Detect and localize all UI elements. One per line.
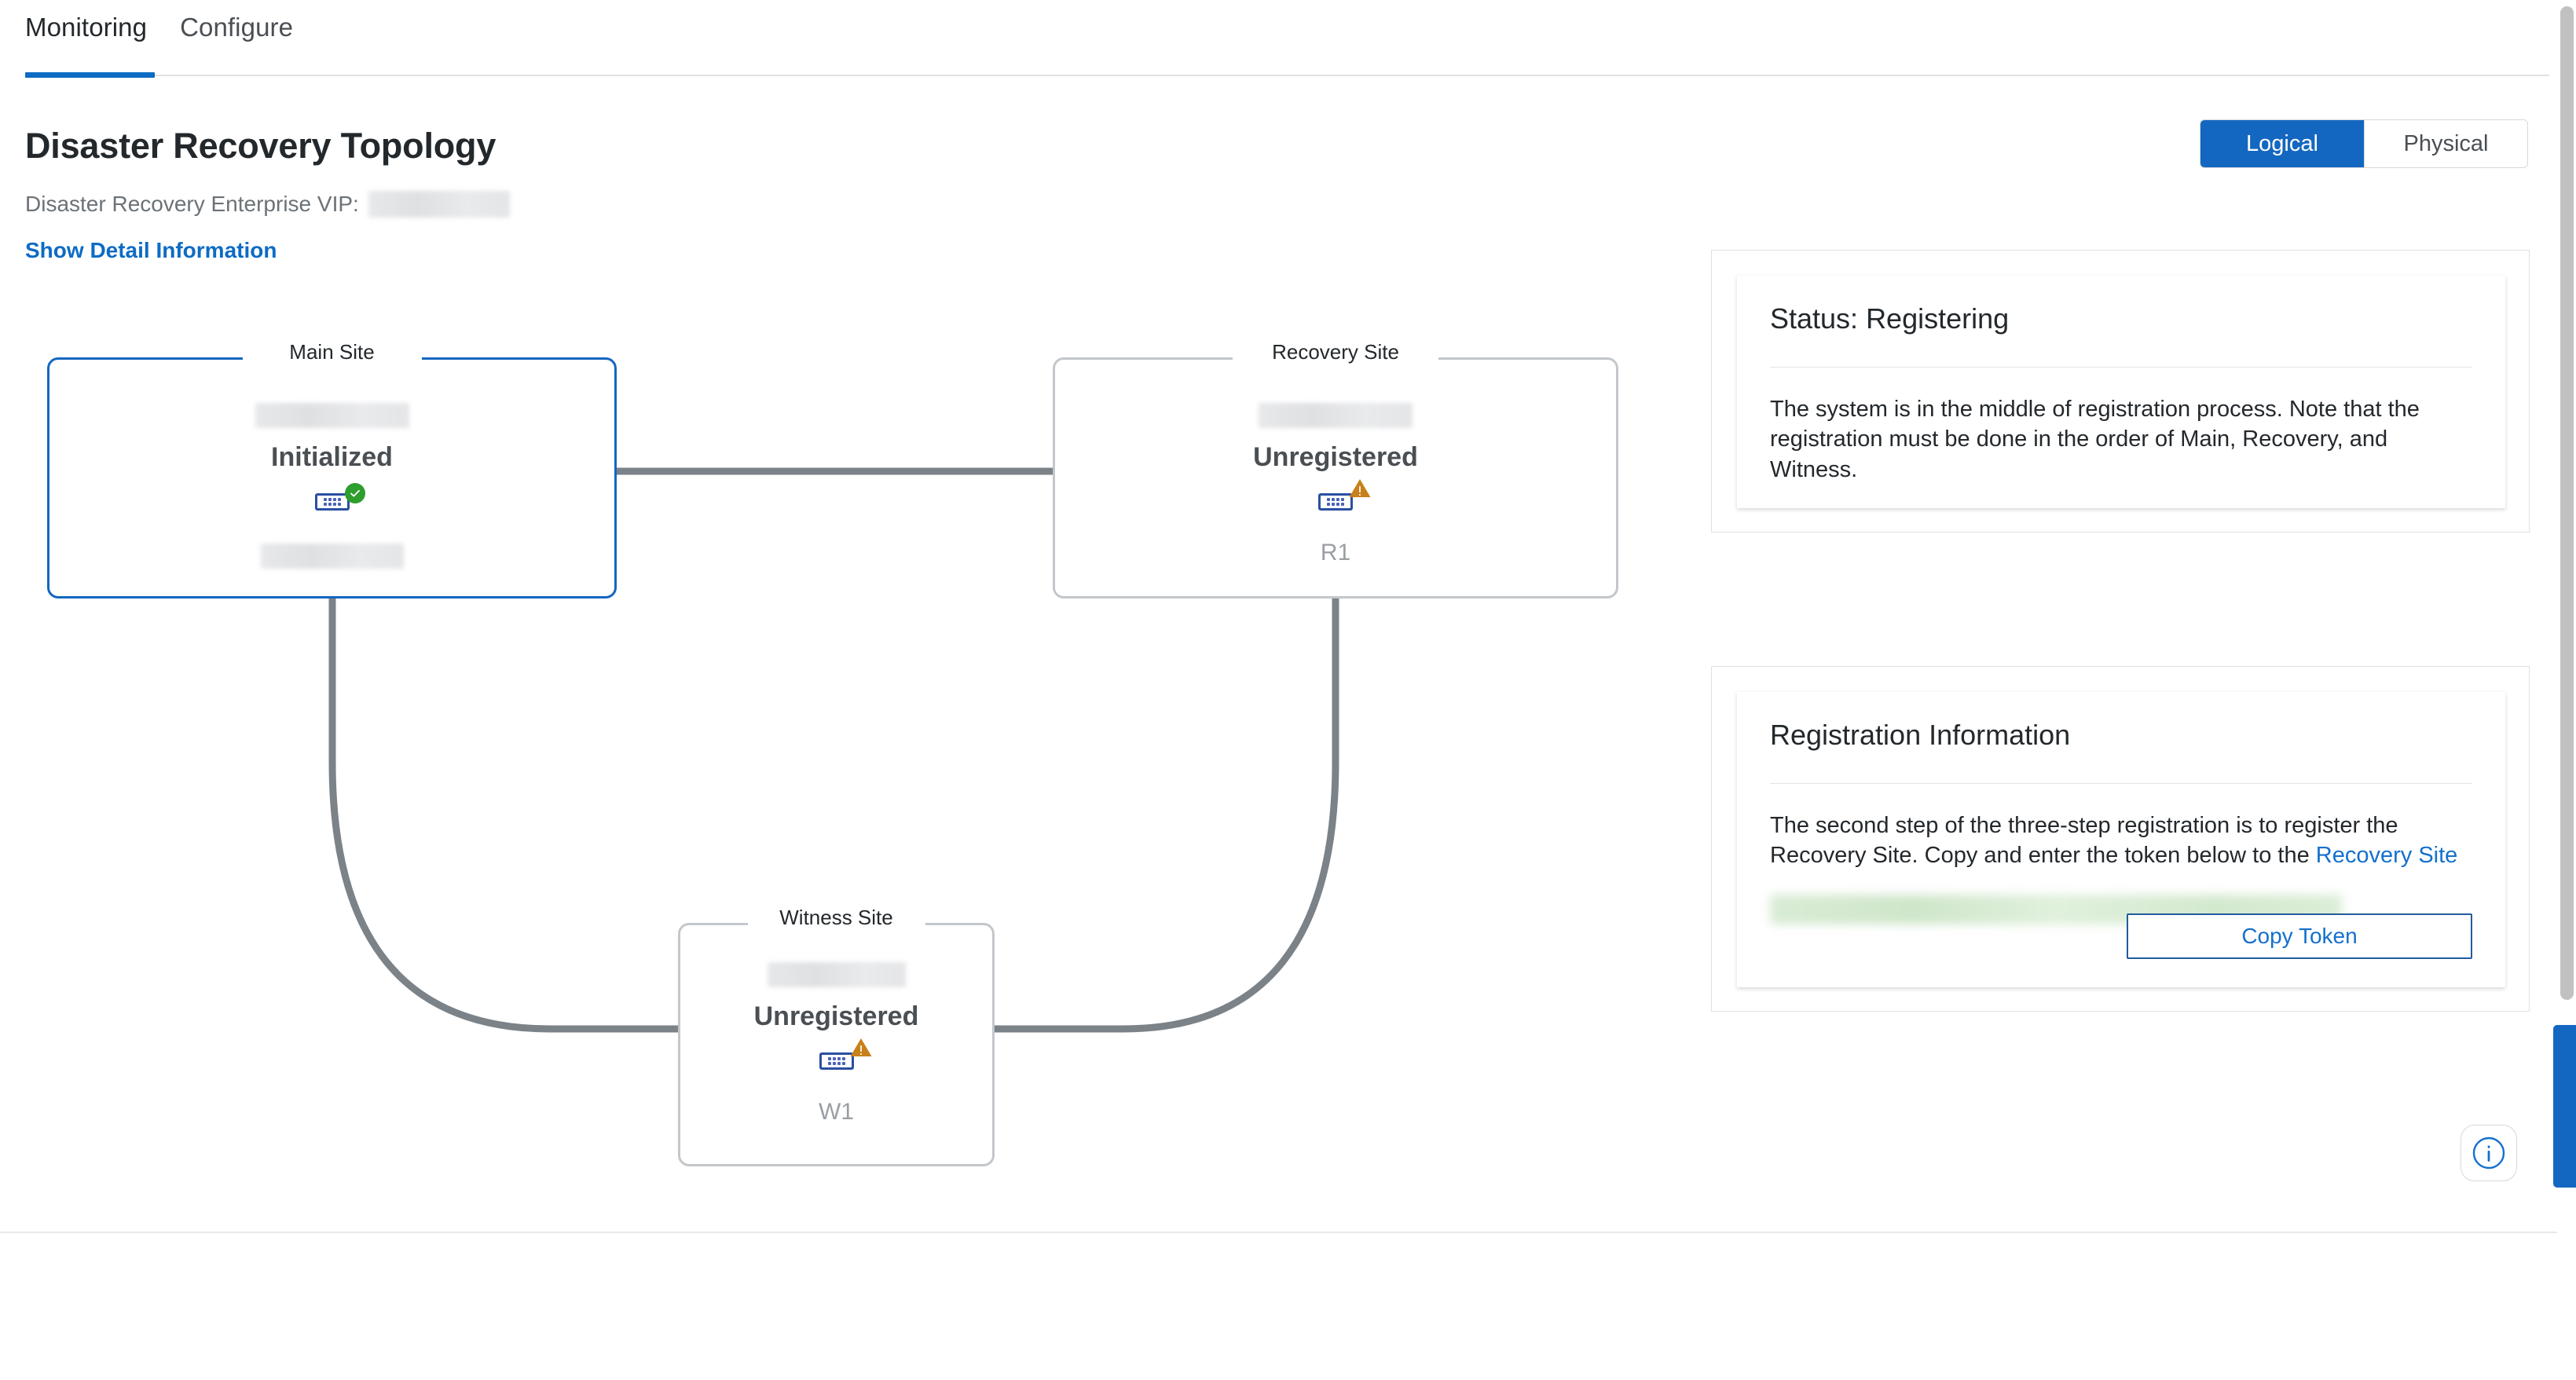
status-card-shell: Status: Registering The system is in the… <box>1711 250 2530 533</box>
tab-bar: Monitoring Configure <box>0 0 2576 79</box>
vip-value-redacted <box>368 191 510 218</box>
topology-canvas: Main Site Initialized Re <box>0 259 1689 1225</box>
footer-divider <box>0 1232 2576 1233</box>
node-hostname-redacted <box>1259 403 1413 428</box>
tab-baseline <box>25 75 2549 76</box>
tab-monitoring[interactable]: Monitoring <box>25 13 148 42</box>
switch-icon <box>314 493 350 511</box>
node-status-recovery: Unregistered <box>1253 442 1418 472</box>
registration-card-divider <box>1770 783 2472 784</box>
registration-card-body-text: The second step of the three-step regist… <box>1770 813 2398 869</box>
node-device-witness[interactable] <box>819 1038 871 1070</box>
node-device-recovery[interactable] <box>1318 479 1371 511</box>
switch-icon <box>819 1052 854 1070</box>
right-info-panel: Status: Registering The system is in the… <box>1711 250 2530 1012</box>
node-status-witness: Unregistered <box>753 1001 919 1031</box>
status-card-body: The system is in the middle of registrat… <box>1770 397 2420 482</box>
show-detail-information-link[interactable]: Show Detail Information <box>25 238 277 262</box>
info-button[interactable] <box>2461 1125 2517 1181</box>
node-title-witness: Witness Site <box>768 906 904 930</box>
view-toggle-logical[interactable]: Logical <box>2200 120 2364 167</box>
view-toggle-physical[interactable]: Physical <box>2364 120 2527 167</box>
status-card-divider <box>1770 367 2472 368</box>
warning-icon <box>1349 479 1371 497</box>
node-border <box>678 923 995 1166</box>
view-toggle: Logical Physical <box>2200 119 2528 168</box>
node-device-main[interactable] <box>314 483 365 511</box>
switch-icon <box>1318 493 1353 511</box>
page-title: Disaster Recovery Topology <box>25 126 497 166</box>
node-sublabel-witness: W1 <box>819 1099 854 1125</box>
node-title-recovery: Recovery Site <box>1261 340 1410 364</box>
topology-node-main-site[interactable]: Main Site Initialized <box>47 340 617 598</box>
tab-list: Monitoring Configure <box>25 14 326 40</box>
node-status-main: Initialized <box>271 442 393 472</box>
switch-icon-ports <box>323 498 341 506</box>
status-card-heading: Status: Registering <box>1770 302 2010 335</box>
page-scrollbar-thumb[interactable] <box>2560 6 2574 1000</box>
switch-icon-ports <box>1327 498 1344 506</box>
side-feedback-tab[interactable] <box>2553 1025 2576 1188</box>
node-extra-redacted <box>260 544 404 569</box>
recovery-site-link[interactable]: Recovery Site <box>2315 843 2458 869</box>
link-main-to-witness <box>328 595 682 1033</box>
registration-card-body: The second step of the three-step regist… <box>1770 811 2472 871</box>
node-title-main: Main Site <box>278 340 386 364</box>
node-sublabel-recovery: R1 <box>1320 540 1351 566</box>
tab-configure[interactable]: Configure <box>180 13 294 42</box>
registration-card: Registration Information The second step… <box>1737 692 2505 987</box>
check-ok-icon <box>344 483 365 503</box>
footer: Deregister <box>0 1233 2576 1380</box>
status-card: Status: Registering The system is in the… <box>1737 276 2505 508</box>
node-hostname-redacted <box>255 403 409 428</box>
vip-row: Disaster Recovery Enterprise VIP: <box>25 191 510 218</box>
registration-card-heading: Registration Information <box>1770 719 2071 751</box>
topology-connectors <box>328 467 1339 1033</box>
tab-active-indicator <box>25 72 155 78</box>
vip-label: Disaster Recovery Enterprise VIP: <box>25 192 359 216</box>
warning-icon <box>850 1038 871 1056</box>
switch-icon-ports <box>827 1057 845 1065</box>
topology-node-recovery-site[interactable]: Recovery Site Unregistered R1 <box>1053 340 1618 598</box>
registration-card-shell: Registration Information The second step… <box>1711 666 2530 1012</box>
copy-token-button[interactable]: Copy Token <box>2127 913 2472 959</box>
link-recovery-to-witness <box>991 595 1339 1033</box>
info-icon <box>2472 1137 2505 1170</box>
topology-node-witness-site[interactable]: Witness Site Unregistered W1 <box>678 906 995 1166</box>
node-hostname-redacted <box>767 962 906 987</box>
